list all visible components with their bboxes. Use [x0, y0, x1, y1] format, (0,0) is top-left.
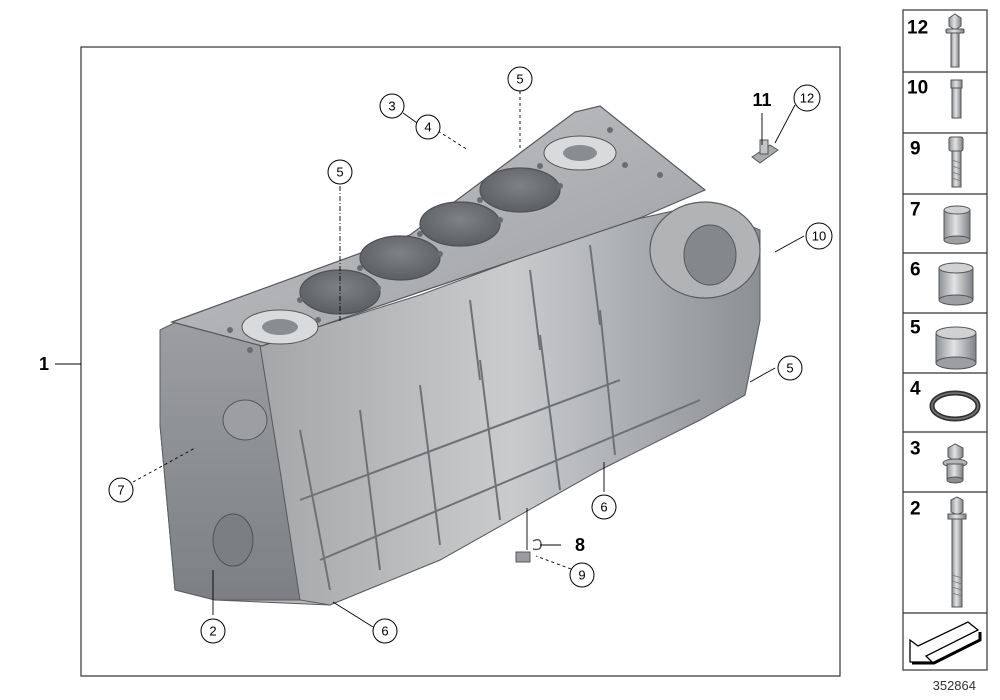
svg-text:7: 7 — [117, 483, 124, 498]
callout-5-left: 5 — [327, 159, 353, 185]
svg-text:4: 4 — [910, 379, 921, 400]
callout-7: 7 — [108, 477, 134, 503]
svg-text:2: 2 — [910, 499, 921, 520]
callout-5-top: 5 — [507, 66, 533, 92]
svg-text:5: 5 — [786, 361, 793, 376]
hex-flange-bolt-icon — [945, 13, 965, 68]
svg-text:11: 11 — [752, 90, 771, 110]
callout-5-right: 5 — [777, 355, 803, 381]
diagram-reference-number: 352864 — [933, 678, 976, 693]
medium-sleeve-icon — [938, 262, 974, 306]
svg-text:5: 5 — [910, 318, 921, 339]
main-assembly-label: 1 — [39, 354, 81, 374]
legend-row-5: 5 — [910, 318, 977, 370]
legend-row-7: 7 — [910, 200, 971, 245]
callout-12-top: 12 — [793, 84, 821, 112]
svg-text:3: 3 — [388, 99, 395, 114]
svg-text:10: 10 — [907, 78, 928, 99]
direction-arrow-icon — [909, 621, 982, 665]
large-sleeve-icon — [935, 326, 977, 370]
legend-row-12: 12 — [907, 13, 965, 68]
svg-text:7: 7 — [910, 200, 921, 221]
svg-text:6: 6 — [600, 500, 607, 515]
callout-10: 10 — [805, 222, 833, 250]
parts-legend: 12 10 9 — [902, 9, 988, 671]
svg-text:10: 10 — [812, 229, 826, 244]
sealing-ring-icon — [929, 390, 981, 422]
legend-row-10: 10 — [907, 78, 963, 119]
svg-text:5: 5 — [336, 165, 343, 180]
screw-plug-icon — [942, 443, 968, 484]
engine-block — [159, 105, 761, 606]
long-bolt-icon — [947, 496, 967, 608]
callout-2: 2 — [200, 618, 226, 644]
svg-text:12: 12 — [800, 91, 814, 106]
legend-row-2: 2 — [910, 496, 967, 608]
callout-8: 8 — [575, 535, 585, 555]
socket-screw-icon — [948, 136, 964, 188]
legend-row-6: 6 — [910, 260, 974, 306]
svg-text:8: 8 — [575, 535, 585, 555]
callout-9: 9 — [569, 562, 595, 588]
dowel-sleeve-icon — [950, 79, 963, 119]
svg-text:1: 1 — [39, 354, 49, 374]
callout-6-right: 6 — [591, 494, 617, 520]
svg-text:5: 5 — [516, 72, 523, 87]
bolt-part-11 — [751, 139, 779, 164]
svg-text:3: 3 — [910, 439, 921, 460]
small-sleeve-icon — [943, 205, 971, 245]
svg-text:6: 6 — [910, 260, 921, 281]
legend-row-3: 3 — [910, 439, 968, 484]
svg-text:6: 6 — [381, 624, 388, 639]
svg-text:2: 2 — [209, 624, 216, 639]
callout-6-bottom: 6 — [372, 618, 398, 644]
legend-row-4: 4 — [910, 379, 981, 422]
screw-clip-part — [515, 538, 542, 563]
svg-text:9: 9 — [910, 139, 921, 160]
svg-text:4: 4 — [424, 120, 431, 135]
callout-3: 3 — [379, 93, 405, 119]
callout-4: 4 — [415, 114, 441, 140]
callout-11: 11 — [752, 90, 771, 110]
diagram-frame — [80, 46, 841, 677]
svg-text:9: 9 — [578, 568, 585, 583]
svg-text:12: 12 — [907, 18, 928, 39]
legend-row-9: 9 — [910, 136, 964, 188]
